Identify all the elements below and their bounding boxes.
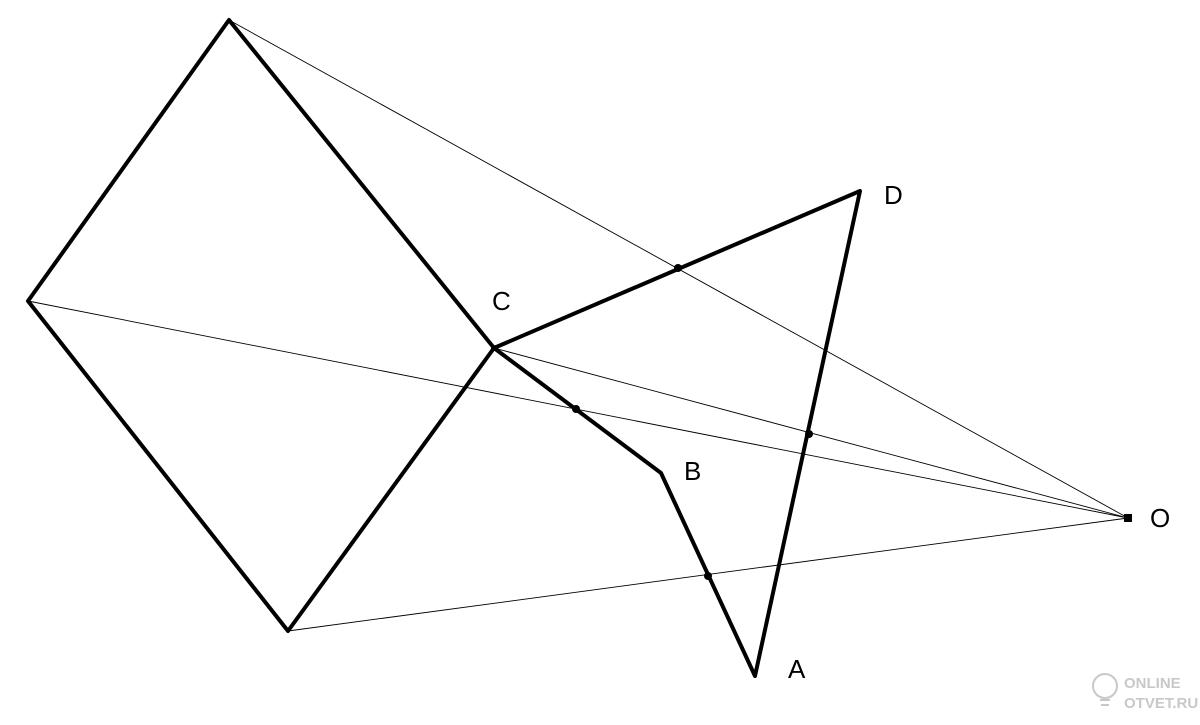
point-on-cd <box>674 264 682 272</box>
point-on-bc <box>572 405 580 413</box>
intersection-points <box>491 264 813 580</box>
watermark-line1: ONLINE <box>1124 675 1181 692</box>
label-b: B <box>684 456 701 486</box>
point-c <box>491 345 497 351</box>
label-d: D <box>884 180 903 210</box>
watermark-logo: ONLINE OTVET.RU <box>1092 673 1198 712</box>
label-a: A <box>788 654 806 684</box>
point-on-ad <box>805 430 813 438</box>
lightbulb-icon <box>1092 673 1118 706</box>
label-c: C <box>492 286 511 316</box>
watermark-line2: OTVET.RU <box>1124 695 1198 712</box>
center-o-marker <box>1124 514 1132 522</box>
projection-rays <box>27 19 1129 632</box>
large-quadrilateral <box>26 18 496 633</box>
point-on-ab <box>704 572 712 580</box>
label-o: O <box>1150 503 1170 533</box>
